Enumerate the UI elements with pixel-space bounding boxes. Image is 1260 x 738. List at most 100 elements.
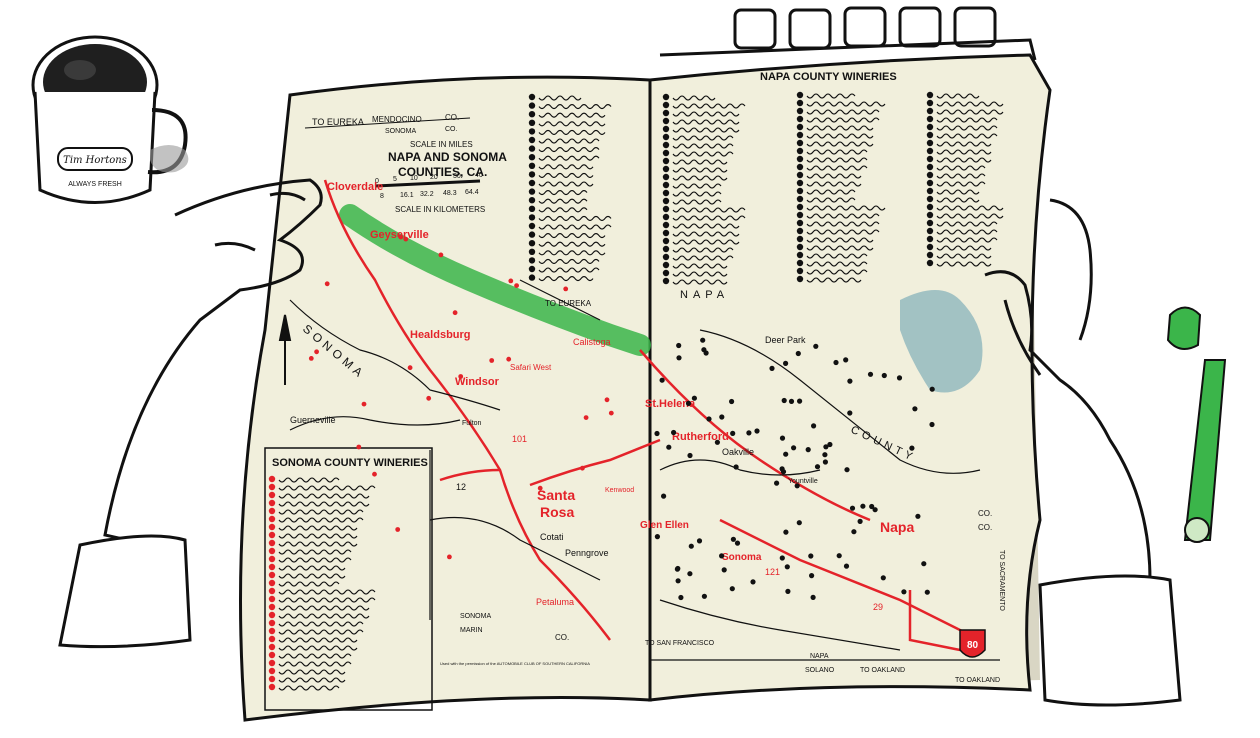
napa-winery-col1-entry [672,111,740,117]
napa-winery-col2-entry [806,101,886,107]
vineyard-dot [733,464,739,470]
napa-winery-col3-bullet [926,211,934,219]
vineyard-dot [912,406,918,412]
vineyard-dot [881,372,887,379]
napa-winery-col2-entry [806,237,874,243]
napa-winery-col1-entry [672,183,722,189]
napa-winery-col2-entry [806,277,862,283]
vineyard-dot [823,444,829,450]
winery-marker [407,365,413,371]
sonoma-winery-entry [278,685,340,691]
napa-winery-col3-bullet [926,227,934,235]
right-sleeve [1038,574,1182,707]
napa-winery-col1-entry [672,167,728,173]
bottom-co-sonoma: SONOMA [460,613,491,620]
napa-winery-col1-bullet [662,205,670,213]
napa-winery-col1-bullet [662,221,670,229]
header-sonoma: SONOMA [385,128,416,135]
town-glen-ellen: Glen Ellen [640,520,689,531]
napa-winery-col2-entry [806,229,880,235]
vineyard-markers [308,234,935,601]
town-oakville: Oakville [722,447,754,457]
header-co: CO. [445,113,459,122]
bottom-co: CO. [555,633,569,642]
vineyard-dot [687,571,693,577]
left-winery-entry [538,155,600,161]
town-sonoma: Sonoma [722,552,762,563]
town-fulton: Fulton [462,420,482,427]
left-winery-bullet [528,231,536,238]
town-rutherford: Rutherford [672,431,729,443]
left-winery-entry [538,95,582,101]
napa-winery-col1-entry [672,255,734,261]
sonoma-winery-bullet [268,483,276,491]
napa-winery-col1-bullet [662,229,670,237]
winery-marker [447,554,452,560]
vineyard-dot [659,377,665,383]
napa-winery-col2-entry [806,133,874,139]
interstate-80: 80 [967,640,979,651]
napa-winery-col1-entry [672,119,740,125]
left-winery-bullet [528,265,536,273]
vineyard-dot [843,357,849,363]
vineyard-dot [791,445,797,451]
vineyard-dot [730,536,737,542]
napa-winery-col2-entry [806,181,862,187]
napa-winery-col3-bullet [926,251,934,259]
napa-winery-col2-entry [806,245,874,251]
vineyard-dot [833,359,839,366]
vineyard-dot [813,343,819,349]
highway-29: 29 [873,602,883,612]
napa-winery-col3-entry [936,141,992,147]
svg-text:10: 10 [410,175,418,182]
town-windsor: Windsor [455,376,500,388]
town-kenwood: Kenwood [605,487,634,494]
svg-text:64.4: 64.4 [465,189,479,196]
left-winery-bullet [528,179,536,187]
sonoma-winery-bullet [268,531,276,539]
vineyard-dot [734,540,741,546]
left-winery-entry [538,250,606,256]
vineyard-dot [849,505,856,511]
left-winery-bullet [528,188,536,195]
napa-winery-col3-entry [936,117,998,123]
vineyard-dot [676,342,682,349]
napa-winery-col3-bullet [926,219,934,227]
napa-winery-col1-bullet [662,213,670,221]
highway-12: 12 [456,482,466,492]
napa-winery-col3-entry [936,109,1004,115]
napa-winery-col3-bullet [926,195,934,203]
vineyard-dot [671,429,677,436]
vineyard-dot [869,503,875,510]
sonoma-winery-entry [278,677,346,683]
co-label: CO. [978,509,992,518]
left-winery-bullet [528,128,536,135]
left-winery-entry [538,129,606,135]
napa-winery-col3-entry [936,149,992,155]
sonoma-winery-bullet [268,627,276,635]
napa-winery-col1-bullet [662,245,670,253]
vineyard-dot [675,578,681,584]
vineyard-dot [788,398,795,404]
vineyard-dot [805,447,811,453]
co-label2: CO. [978,523,992,532]
napa-winery-col2-entry [806,149,868,155]
green-box-cutter [1166,306,1227,543]
sonoma-winery-bullet [268,523,276,531]
sonoma-winery-entry [278,493,370,499]
vineyard-dot [827,441,833,448]
sonoma-winery-bullet [268,547,276,555]
napa-winery-col1-entry [672,127,740,133]
vineyard-dot [795,350,801,357]
town-cloverdale: Cloverdale [327,181,383,193]
vineyard-dot [896,375,903,381]
napa-list-title: NAPA COUNTY WINERIES [760,71,897,83]
sonoma-winery-bullet [268,507,276,515]
napa-winery-col2-bullet [796,163,804,171]
sonoma-winery-entry [278,605,370,611]
map-lines [289,279,1000,661]
napa-winery-col2-entry [806,197,856,203]
svg-text:30: 30 [453,173,461,180]
left-winery-bullet [528,102,536,109]
napa-winery-col2-bullet [796,187,804,195]
